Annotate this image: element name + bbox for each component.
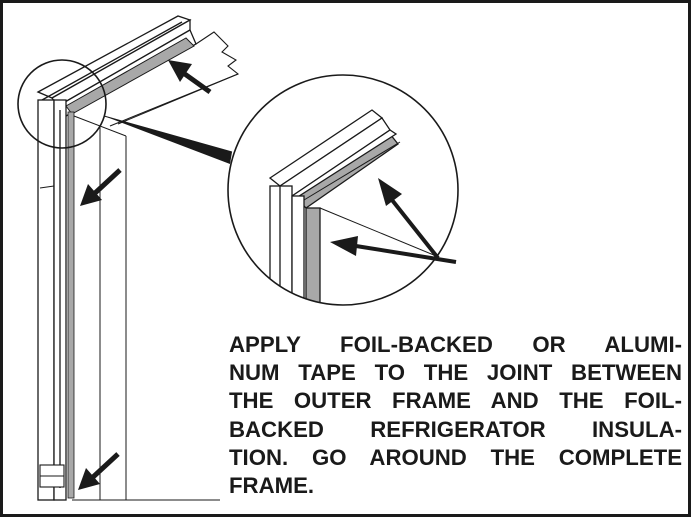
instruction-line: APPLY FOIL-BACKED OR ALUMI- bbox=[229, 332, 682, 357]
insulation-panel bbox=[72, 115, 220, 501]
arrow-icon bbox=[78, 452, 120, 490]
arrow-icon bbox=[80, 168, 122, 206]
top-tape-strip bbox=[65, 37, 195, 115]
arrow-icon bbox=[330, 236, 457, 264]
insulation-torn-edge bbox=[109, 31, 240, 127]
instruction-line: BACKED REFRIGERATOR INSULA- bbox=[229, 416, 682, 442]
detail-callout-circle bbox=[17, 59, 107, 149]
instruction-line: THE OUTER FRAME AND THE FOIL- bbox=[229, 388, 682, 414]
magnified-detail bbox=[227, 74, 459, 306]
magnifier-leader bbox=[104, 116, 232, 164]
instruction-line: TION. GO AROUND THE COMPLETE bbox=[229, 444, 682, 470]
instruction-line: FRAME. bbox=[229, 473, 315, 499]
left-tape-strip bbox=[67, 111, 75, 499]
instruction-line: NUM TAPE TO THE JOINT BETWEEN bbox=[229, 360, 682, 386]
arrow-icon bbox=[168, 60, 212, 95]
instruction-text: APPLY FOIL-BACKED OR ALUMI- NUM TAPE TO … bbox=[229, 331, 682, 500]
arrow-icon bbox=[378, 178, 440, 260]
left-frame-jamb bbox=[37, 99, 67, 501]
